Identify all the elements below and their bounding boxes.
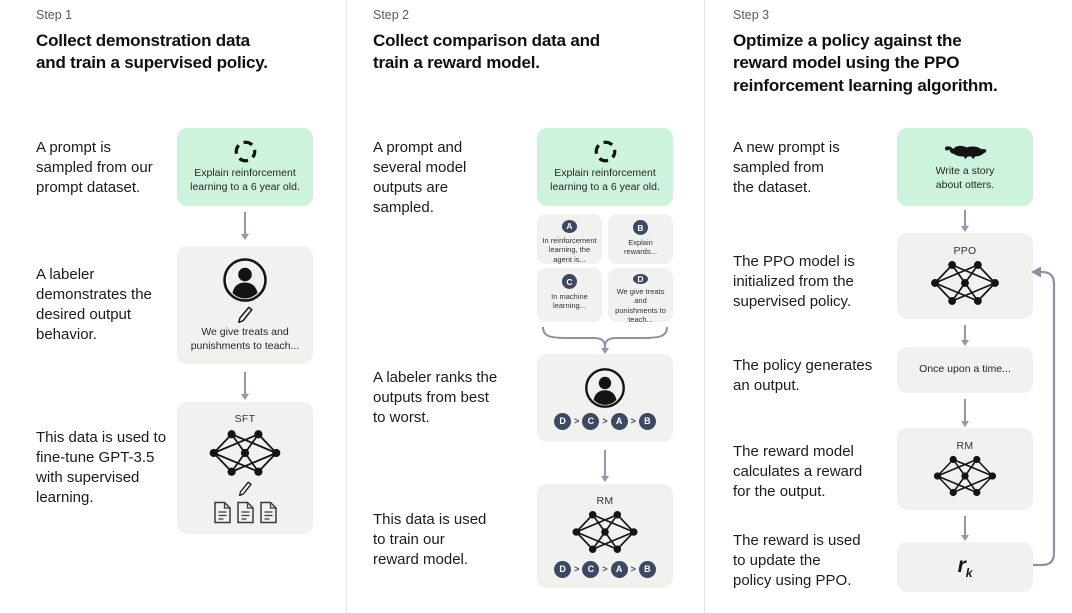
step1-sft-box: SFT	[177, 402, 313, 534]
network-icon	[572, 510, 638, 553]
output-badge-b: B	[633, 220, 648, 235]
output-box-b: B Explain rewards...	[608, 214, 673, 264]
arrow-down	[600, 450, 609, 482]
step3-title: Optimize a policy against the reward mod…	[733, 31, 998, 95]
step2-prompt-box: Explain reinforcement learning to a 6 ye…	[537, 128, 673, 206]
rm-model-label: RM	[956, 440, 974, 452]
output-text-b: Explain rewards...	[624, 238, 657, 257]
rank-separator: >	[574, 416, 580, 426]
step3-row1-label: A new prompt is sampled from the dataset…	[733, 139, 840, 197]
output-box-d: D We give treats and punishments to teac…	[608, 268, 673, 325]
step3-label: Step 3	[733, 8, 770, 22]
output-badge-d: D	[633, 274, 648, 284]
cycle-icon	[594, 140, 616, 163]
step3-row5-label: The reward is used to update the policy …	[733, 532, 861, 590]
ranking-row: D > C > A > B	[554, 412, 656, 430]
arrow-down	[960, 516, 969, 541]
step3-output-text: Once upon a time...	[919, 363, 1011, 376]
rank-badge: D	[554, 412, 572, 430]
arrow-down	[960, 210, 969, 232]
arrow-down	[600, 344, 609, 354]
arrow-down	[960, 399, 969, 427]
step1-prompt-box: Explain reinforcement learning to a 6 ye…	[177, 128, 313, 206]
rank-badge: A	[610, 560, 628, 578]
step1-labeler-box: We give treats and punishments to teach.…	[177, 246, 313, 364]
arrow-down	[240, 212, 249, 240]
rank-separator: >	[574, 564, 580, 574]
step2-prompt-text: Explain reinforcement learning to a 6 ye…	[550, 167, 660, 193]
step3-row4-label: The reward model calculates a reward for…	[733, 443, 863, 501]
step1-row1-label: A prompt is sampled from our prompt data…	[36, 139, 153, 197]
step1-prompt-text: Explain reinforcement learning to a 6 ye…	[190, 167, 300, 193]
rank-badge: B	[638, 560, 656, 578]
rank-separator: >	[630, 416, 636, 426]
step3-row2-label: The PPO model is initialized from the su…	[733, 253, 855, 311]
step1-row2-label: A labeler demonstrates the desired outpu…	[36, 266, 152, 344]
output-badge-a: A	[562, 220, 577, 233]
column-divider-2	[704, 0, 705, 613]
rank-badge: C	[582, 560, 600, 578]
step3-rm-box: RM	[897, 428, 1033, 510]
output-text-a: In reinforcement learning, the agent is.…	[542, 235, 597, 264]
cycle-icon	[234, 140, 256, 163]
step2-title: Collect comparison data and train a rewa…	[373, 31, 600, 73]
rank-separator: >	[630, 564, 636, 574]
step3-ppo-box: PPO	[897, 233, 1033, 319]
arrow-down	[240, 372, 249, 400]
sft-model-label: SFT	[234, 412, 256, 425]
step3-prompt-box: Write a story about otters.	[897, 128, 1033, 206]
network-icon	[931, 261, 999, 305]
step1-label: Step 1	[36, 8, 73, 22]
otter-icon	[944, 145, 987, 160]
rank-separator: >	[602, 416, 608, 426]
person-icon	[223, 258, 267, 302]
arrow-down	[960, 325, 969, 346]
step3-output-box: Once upon a time...	[897, 347, 1033, 393]
pencil-icon	[237, 306, 253, 323]
rank-badge: D	[554, 560, 572, 578]
output-box-c: C In machine learning...	[537, 268, 602, 322]
person-icon	[585, 367, 625, 408]
ppo-model-label: PPO	[953, 245, 977, 257]
step2-row1-label: A prompt and several model outputs are s…	[373, 139, 467, 217]
rank-badge: A	[610, 412, 628, 430]
rank-separator: >	[602, 564, 608, 574]
step2-row3-label: This data is used to train our reward mo…	[373, 511, 487, 569]
reward-value: rk	[957, 553, 973, 581]
step2-row2-label: A labeler ranks the outputs from best to…	[373, 369, 498, 427]
step3-row3-label: The policy generates an output.	[733, 357, 873, 395]
feedback-loop-arrow	[1031, 266, 1056, 567]
step1-title: Collect demonstration data and train a s…	[36, 31, 268, 73]
ranking-row: D > C > A > B	[554, 560, 656, 578]
step2-ranking-box: D > C > A > B	[537, 354, 673, 442]
rm-model-label: RM	[596, 494, 614, 507]
output-badge-c: C	[562, 274, 577, 289]
step2-rm-box: RM D > C > A > B	[537, 484, 673, 588]
step3-reward-box: rk	[897, 542, 1033, 592]
step2-label: Step 2	[373, 8, 410, 22]
column-divider-1	[346, 0, 347, 613]
output-text-d: We give treats and punishments to teach.…	[615, 287, 666, 325]
network-icon	[209, 429, 281, 476]
step3-prompt-text: Write a story about otters.	[935, 164, 995, 191]
rank-badge: C	[582, 412, 600, 430]
output-text-c: In machine learning...	[551, 292, 588, 311]
step1-row3-label: This data is used to fine-tune GPT-3.5 w…	[36, 429, 167, 507]
pencil-icon	[238, 481, 252, 496]
output-box-a: A In reinforcement learning, the agent i…	[537, 214, 602, 264]
step1-labeler-text: We give treats and punishments to teach.…	[190, 325, 300, 352]
documents-icon	[213, 501, 278, 524]
rank-badge: B	[638, 412, 656, 430]
network-icon	[933, 455, 997, 497]
